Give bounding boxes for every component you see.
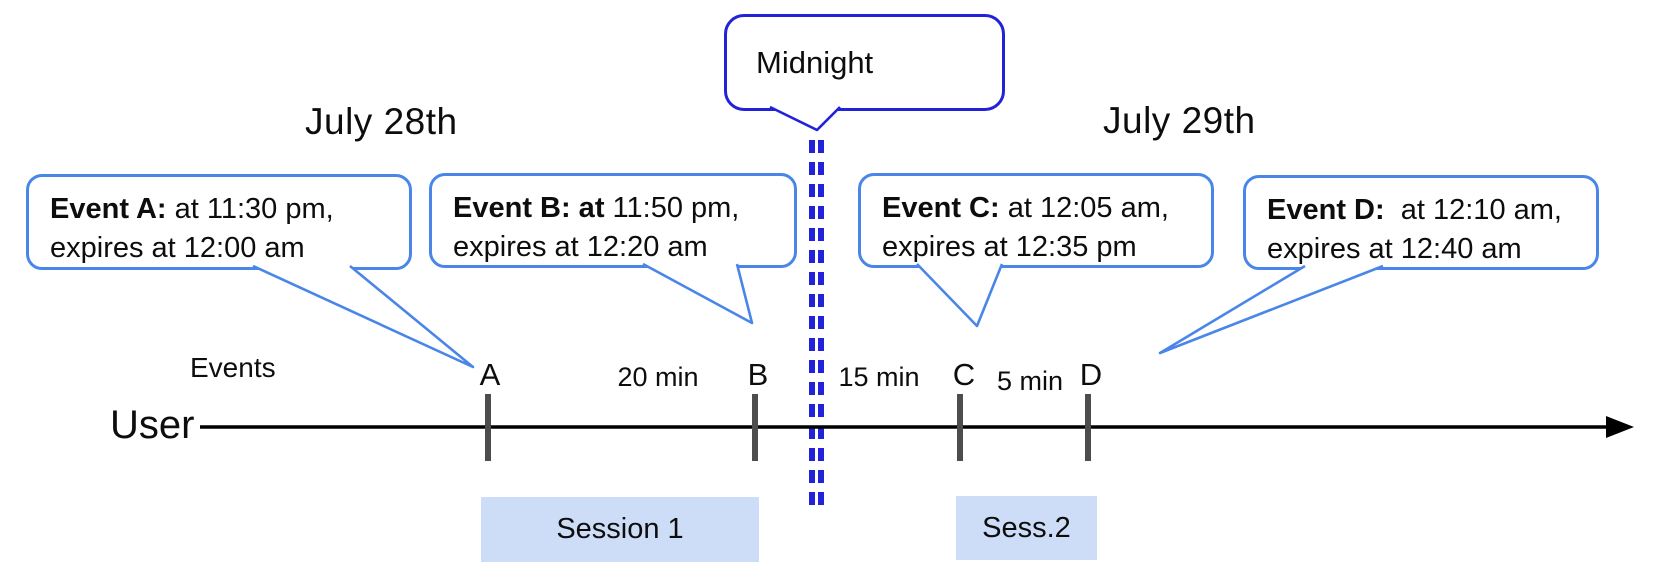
marker-c-label: C — [952, 357, 976, 392]
date-title-july-29: July 29th — [1103, 100, 1256, 141]
interval-15min-label: 15 min — [838, 362, 920, 392]
session-1-box: Session 1 — [481, 497, 759, 562]
event-c-title: Event C: — [882, 192, 1000, 224]
session-2-box: Sess.2 — [956, 496, 1097, 560]
event-d-time: at 12:10 am, — [1384, 194, 1562, 226]
event-c-time: at 12:05 am, — [999, 192, 1169, 224]
interval-20min-label: 20 min — [617, 362, 699, 392]
user-axis-label: User — [110, 403, 195, 447]
marker-b-label: B — [747, 357, 769, 392]
marker-d-label: D — [1079, 357, 1103, 392]
event-a-callout: Event A: at 11:30 pm, expires at 12:00 am — [26, 174, 412, 270]
midnight-label: Midnight — [756, 44, 874, 80]
event-a-title: Event A: — [50, 193, 167, 225]
event-c-callout-tail — [916, 263, 1004, 328]
event-c-callout: Event C: at 12:05 am, expires at 12:35 pm — [858, 173, 1214, 268]
event-b-callout-tail — [642, 262, 754, 325]
event-d-title: Event D: — [1267, 194, 1385, 226]
event-d-expiry: expires at 12:40 am — [1267, 233, 1522, 265]
event-b-expiry: expires at 12:20 am — [453, 231, 708, 263]
event-d-text: Event D: at 12:10 am, expires at 12:40 am — [1246, 178, 1596, 269]
marker-a-label: A — [479, 357, 501, 392]
event-c-expiry: expires at 12:35 pm — [882, 231, 1137, 263]
date-title-july-28: July 28th — [305, 101, 458, 142]
events-axis-label: Events — [190, 352, 276, 383]
event-b-callout: Event B: at 11:50 pm, expires at 12:20 am — [429, 173, 797, 268]
event-a-expiry: expires at 12:00 am — [50, 232, 305, 264]
event-b-text: Event B: at 11:50 pm, expires at 12:20 am — [432, 176, 794, 267]
interval-5min-label: 5 min — [996, 366, 1064, 396]
event-d-callout: Event D: at 12:10 am, expires at 12:40 am — [1243, 175, 1599, 270]
event-a-time: at 11:30 pm, — [166, 193, 334, 225]
session-1-label: Session 1 — [556, 513, 684, 545]
event-b-title: Event B: at — [453, 192, 605, 224]
event-d-callout-tail — [1158, 264, 1384, 355]
event-c-text: Event C: at 12:05 am, expires at 12:35 pm — [861, 176, 1211, 267]
timeline-arrowhead — [1606, 416, 1634, 438]
event-a-text: Event A: at 11:30 pm, expires at 12:00 am — [29, 177, 409, 268]
event-b-time: 11:50 pm, — [604, 192, 740, 224]
midnight-callout: Midnight — [724, 14, 1005, 111]
event-a-callout-tail — [252, 264, 475, 369]
session-2-label: Sess.2 — [982, 511, 1071, 544]
